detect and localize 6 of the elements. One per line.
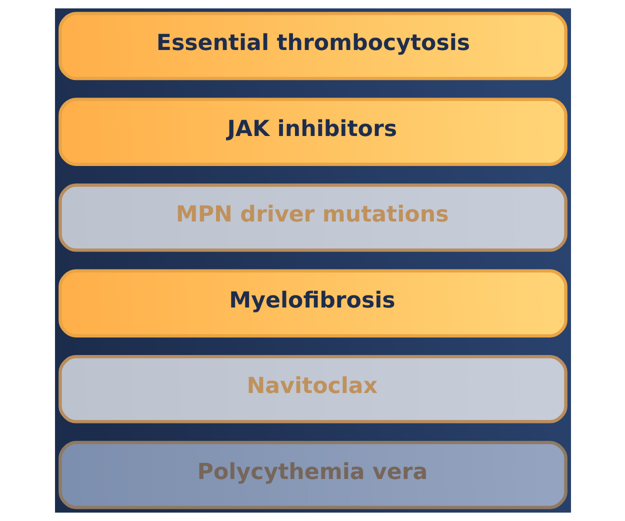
- node-box: Polycythemia vera: [58, 440, 567, 510]
- node-box: JAK inhibitors: [58, 98, 567, 166]
- node-box: Myelofibrosis: [58, 269, 567, 338]
- node-box: Navitoclax: [58, 355, 567, 424]
- node-box: Essential thrombocytosis: [58, 12, 567, 80]
- node-box: MPN driver mutations: [58, 184, 567, 252]
